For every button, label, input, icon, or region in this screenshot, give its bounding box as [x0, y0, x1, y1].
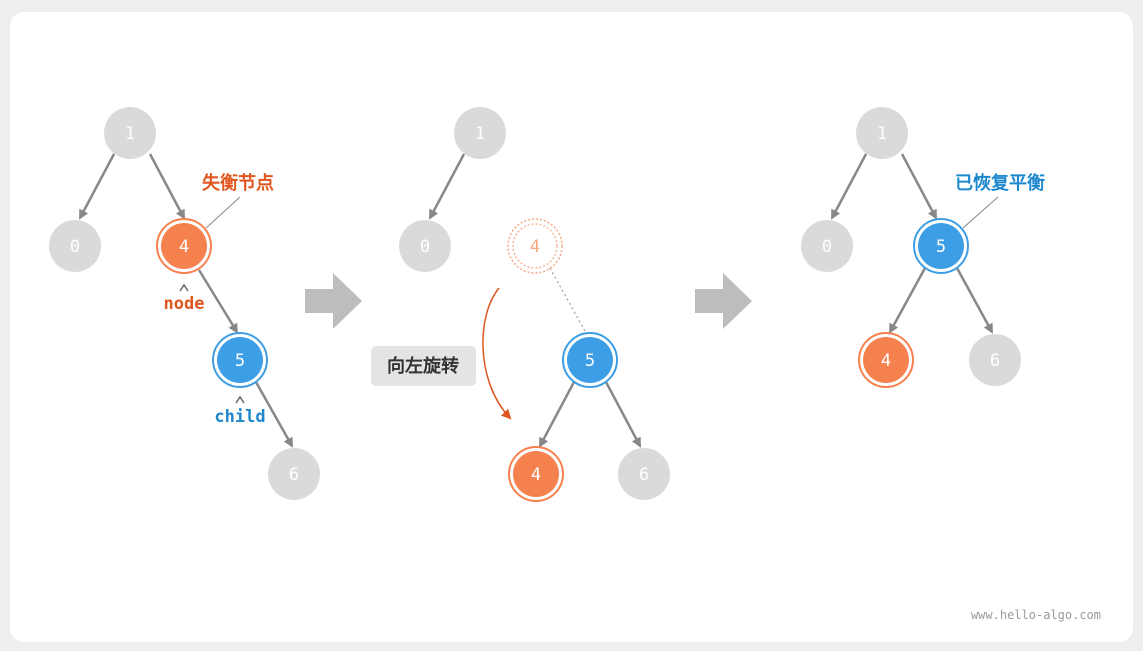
arrow-right-icon	[305, 273, 362, 329]
node-pointer-caret	[179, 283, 189, 292]
node-value: 1	[877, 124, 887, 144]
edge-5-6	[955, 267, 994, 334]
edge-5-6	[254, 381, 294, 448]
node-value: 4	[531, 465, 541, 485]
callout-leader-line	[962, 196, 999, 229]
edge-1-5	[900, 153, 938, 220]
imbalanced-node-label: 失衡节点	[202, 172, 274, 194]
panel-after-rotation: 1 0 5 4 6 已恢复平衡	[801, 107, 1045, 388]
edge-5-4	[538, 381, 576, 448]
tree-node-1	[104, 107, 156, 159]
node-value: 1	[125, 124, 135, 144]
tree-node-6	[618, 448, 670, 500]
tree-node-4-ghost	[507, 218, 563, 274]
node-value: 0	[70, 237, 80, 257]
node-value: 4	[530, 237, 540, 257]
tree-node-4-fill	[513, 451, 559, 497]
rotate-left-label: 向左旋转	[387, 355, 459, 377]
node-value: 6	[639, 465, 649, 485]
balanced-label: 已恢复平衡	[955, 172, 1045, 194]
arrow-right-icon	[695, 273, 752, 329]
panel-before-rotation: 1 0 4 5 6 失衡节点 node child	[49, 107, 320, 500]
tree-node-6	[969, 334, 1021, 386]
node-value: 5	[235, 351, 245, 371]
node-value: 5	[585, 351, 595, 371]
tree-node-0	[801, 220, 853, 272]
node-value: 6	[990, 351, 1000, 371]
tree-node-0	[399, 220, 451, 272]
tree-node-4-fill	[863, 337, 909, 383]
child-pointer-label: child	[214, 407, 265, 427]
node-value: 5	[936, 237, 946, 257]
node-value: 6	[289, 465, 299, 485]
tree-node-5-fill	[217, 337, 263, 383]
tree-node-1	[856, 107, 908, 159]
tree-node-6	[268, 448, 320, 500]
tree-node-0	[49, 220, 101, 272]
rotate-label-box	[371, 346, 476, 386]
tree-node-4-ghost-inner	[512, 223, 558, 269]
ghost-link-4-5	[549, 267, 587, 334]
node-value: 4	[179, 237, 189, 257]
edge-1-0	[78, 153, 116, 220]
edge-1-0	[830, 153, 868, 220]
edge-5-4	[888, 267, 927, 334]
panel-rotating: 1 0 4 5 4 6 向左旋转	[371, 107, 670, 502]
edge-5-6	[604, 381, 642, 448]
node-value: 0	[822, 237, 832, 257]
node-pointer-label: node	[164, 294, 205, 314]
tree-node-5-fill	[567, 337, 613, 383]
tree-node-1	[454, 107, 506, 159]
child-pointer-caret	[235, 395, 245, 404]
node-value: 4	[881, 351, 891, 371]
watermark: www.hello-algo.com	[971, 608, 1101, 622]
curved-arrow-icon	[482, 287, 512, 420]
tree-node-4-fill	[161, 223, 207, 269]
edge-4-5	[197, 269, 239, 334]
node-value: 0	[420, 237, 430, 257]
tree-node-5-fill	[918, 223, 964, 269]
diagram-card	[10, 12, 1133, 642]
edge-1-0	[428, 153, 466, 220]
node-value: 1	[475, 124, 485, 144]
edge-1-4	[148, 153, 186, 220]
callout-leader-line	[205, 196, 241, 229]
